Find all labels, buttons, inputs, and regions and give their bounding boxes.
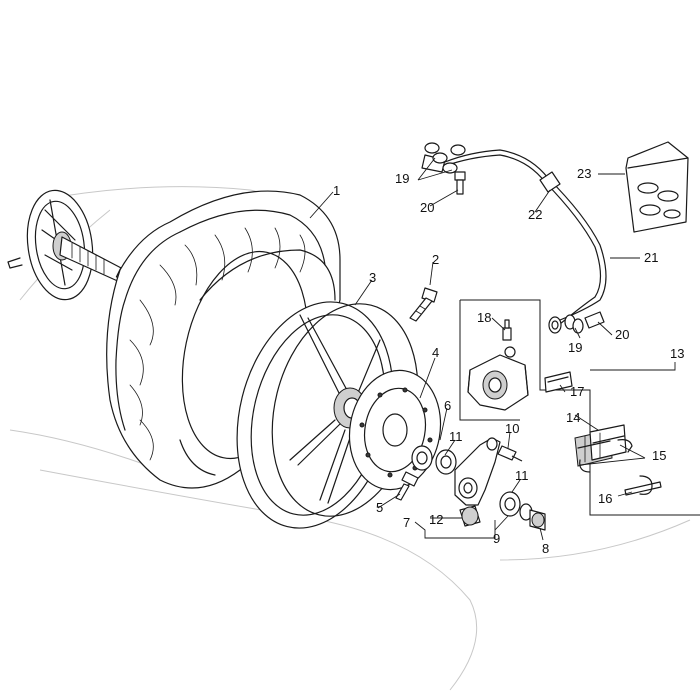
label-part-19b: 19 (568, 340, 582, 355)
label-part-13: 13 (670, 346, 684, 361)
label-part-17: 17 (570, 384, 584, 399)
label-part-20b: 20 (615, 327, 629, 342)
label-part-5: 5 (376, 500, 383, 515)
rear-hub-and-axle (7, 189, 133, 301)
label-part-11b: 11 (515, 468, 529, 483)
bearing-spacer-set (411, 445, 546, 531)
caliper-assembly-box (459, 299, 700, 516)
axle-bolt (409, 287, 438, 322)
caliper-bracket (454, 437, 501, 506)
label-part-4: 4 (432, 345, 439, 360)
label-part-7: 7 (403, 515, 410, 530)
label-part-11a: 11 (449, 429, 463, 444)
brake-pads (574, 424, 627, 467)
label-part-10: 10 (505, 421, 519, 436)
label-part-2: 2 (432, 252, 439, 267)
part-number-labels: 1 2 3 4 5 6 7 8 9 10 11 11 12 13 14 15 1… (333, 166, 684, 556)
label-part-15: 15 (652, 448, 666, 463)
label-part-16: 16 (598, 491, 612, 506)
pad-clips (579, 439, 633, 473)
banjo-bolt-top (454, 171, 466, 195)
copper-washers-lower (564, 314, 584, 334)
label-part-8: 8 (542, 541, 549, 556)
label-part-14: 14 (566, 410, 580, 425)
label-part-6: 6 (444, 398, 451, 413)
label-part-23: 23 (577, 166, 591, 181)
label-part-18: 18 (477, 310, 491, 325)
bracket-bolt (497, 445, 523, 462)
copper-washers-top (424, 142, 466, 174)
label-part-1: 1 (333, 183, 340, 198)
label-part-19a: 19 (395, 171, 409, 186)
pad-spring (544, 371, 573, 393)
label-part-22: 22 (528, 207, 542, 222)
label-part-3: 3 (369, 270, 376, 285)
repair-kit-packet (625, 141, 689, 233)
bleed-screw (502, 319, 512, 341)
label-part-20a: 20 (420, 200, 434, 215)
brake-caliper (467, 346, 529, 411)
label-part-9: 9 (493, 531, 500, 546)
label-part-21: 21 (644, 250, 658, 265)
pad-pin (624, 475, 662, 496)
disc-screw (395, 471, 419, 501)
leader-lines (309, 157, 676, 541)
label-part-12: 12 (429, 512, 443, 527)
banjo-bolt-lower (584, 311, 605, 329)
